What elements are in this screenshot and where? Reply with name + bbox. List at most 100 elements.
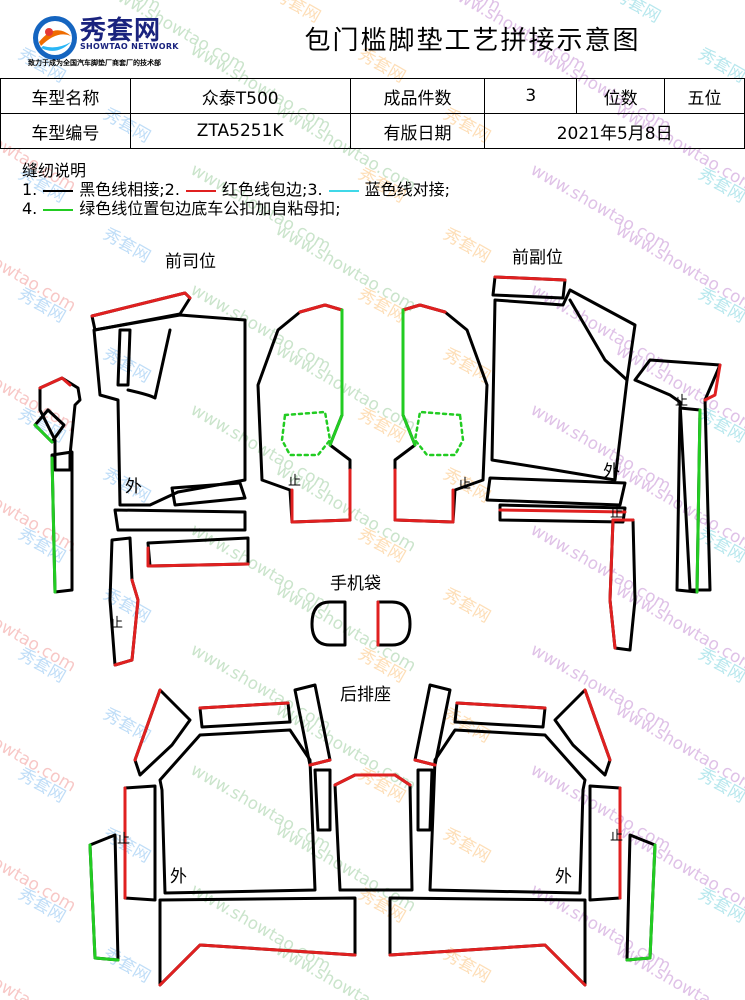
notes-title: 缝纫说明 xyxy=(22,161,87,180)
driver-door-mat-red xyxy=(298,303,344,314)
mark-outer-rear-right: 外 xyxy=(555,867,572,887)
passenger-sill-top-edge xyxy=(703,363,722,402)
phone-pocket-right xyxy=(376,600,412,647)
model-name-value: 众泰T500 xyxy=(129,78,351,114)
driver-inner-arc xyxy=(126,328,172,400)
driver-door-mat-bottom xyxy=(290,468,352,524)
rear-center-small-r xyxy=(416,768,434,832)
driver-side-narrow xyxy=(116,328,132,387)
passenger-sill-lower-edge xyxy=(608,518,635,650)
mark-stop-6: 止 xyxy=(117,832,131,847)
green-line-swatch xyxy=(43,208,74,211)
driver-door-mat xyxy=(256,303,352,524)
driver-sill-long-edge xyxy=(50,456,57,594)
passenger-door-mat xyxy=(393,303,489,524)
passenger-main-mat xyxy=(490,288,637,482)
rear-left-bottom-edge xyxy=(158,943,357,987)
rear-center-edge xyxy=(333,773,412,787)
driver-lower-pad-edge xyxy=(146,546,250,568)
rear-center xyxy=(333,773,414,892)
note-4-text: 绿色线位置包边底车公扣加自粘母扣; xyxy=(79,199,341,218)
blue-line-swatch xyxy=(328,189,359,192)
driver-small-clip-edge xyxy=(33,423,54,444)
phone-pocket-left xyxy=(310,600,347,647)
notes-line-2: 4. 绿色线位置包边底车公扣加自粘母扣; xyxy=(22,199,450,218)
pieces-label: 成品件数 xyxy=(349,78,486,114)
date-label: 有版日期 xyxy=(349,113,486,149)
rear-left-small-edge xyxy=(308,758,332,767)
rear-right-green-edge xyxy=(625,843,657,962)
rear-left-strip-edge xyxy=(198,701,290,710)
notes-line-1: 1. 黑色线相接;2. 红色线包边;3. 蓝色线对接; xyxy=(22,180,450,199)
rear-pieces xyxy=(88,683,657,987)
driver-heel-pad xyxy=(170,481,247,507)
header: 秀套网 SHOWTAO NETWORK 致力于成为全国汽车脚垫厂商套厂的技术部 … xyxy=(0,0,745,78)
rear-right-bottom xyxy=(388,896,587,987)
passenger-door-mat-bottom xyxy=(393,468,455,524)
info-table: 车型名称 众泰T500 成品件数 3 位数 五位 车型编号 ZTA5251K 有… xyxy=(0,78,745,149)
driver-lower-pad xyxy=(146,536,250,568)
mark-stop-5: 止 xyxy=(110,616,124,631)
rear-right-main xyxy=(428,728,587,895)
mark-stop-3: 止 xyxy=(675,394,689,409)
driver-door-mat-green xyxy=(328,308,344,447)
passenger-door-mat-green xyxy=(401,308,417,447)
driver-clip-zone xyxy=(280,410,332,457)
section-label-phone: 手机袋 xyxy=(330,574,381,594)
rear-center-small-l xyxy=(313,768,332,832)
passenger-clip-zone xyxy=(413,410,465,457)
mark-stop-7: 止 xyxy=(610,829,624,844)
model-code-value: ZTA5251K xyxy=(129,113,351,149)
logo-text: 秀套网 xyxy=(80,16,162,46)
phone-pockets xyxy=(310,600,412,647)
mark-stop-4: 止 xyxy=(610,506,624,521)
note-1-text: 黑色线相接;2. xyxy=(79,180,180,199)
driver-strip-top-edge xyxy=(90,291,192,318)
passenger-strip-top-edge xyxy=(493,275,567,282)
red-line-swatch xyxy=(185,189,216,192)
seats-value: 五位 xyxy=(664,78,745,114)
note-1-number: 1. xyxy=(22,180,38,199)
page-title: 包门槛脚垫工艺拼接示意图 xyxy=(304,26,641,56)
black-line-swatch xyxy=(43,189,74,192)
driver-sill-left-top xyxy=(38,376,82,472)
rear-left-main xyxy=(158,728,317,895)
rear-right-triangle-edge xyxy=(583,688,612,762)
rear-left-bottom xyxy=(158,896,357,987)
passenger-sill-green-edge xyxy=(695,408,702,594)
rear-left-triangle-edge xyxy=(133,688,162,762)
passenger-heel-pad xyxy=(485,476,627,507)
info-row-1: 车型名称 众泰T500 成品件数 3 位数 五位 xyxy=(0,78,745,114)
date-value: 2021年5月8日 xyxy=(484,113,745,149)
showtao-logo-icon xyxy=(33,16,77,60)
section-label-driver: 前司位 xyxy=(165,252,216,272)
section-label-rear: 后排座 xyxy=(340,685,391,705)
mark-outer-passenger: 外 xyxy=(603,462,620,482)
rear-left-small xyxy=(293,683,332,767)
rear-right-small-edge xyxy=(413,758,437,767)
passenger-pieces xyxy=(393,275,722,652)
note-3-text: 蓝色线对接; xyxy=(364,180,451,199)
mark-stop-1: 止 xyxy=(288,474,302,489)
logo-subtitle: SHOWTAO NETWORK xyxy=(80,42,179,51)
driver-main-mat xyxy=(92,313,247,507)
rear-right-small xyxy=(413,683,452,767)
mark-outer-rear-left: 外 xyxy=(170,867,187,887)
info-row-2: 车型编号 ZTA5251K 有版日期 2021年5月8日 xyxy=(0,113,745,149)
driver-pieces xyxy=(33,291,352,667)
logo-slogan: 致力于成为全国汽车脚垫厂商套厂的技术部 xyxy=(28,59,161,67)
mark-outer-driver: 外 xyxy=(125,477,142,497)
model-code-label: 车型编号 xyxy=(0,113,131,149)
note-4-number: 4. xyxy=(22,199,38,218)
section-label-passenger: 前副位 xyxy=(512,248,563,268)
passenger-sill-top xyxy=(633,358,722,592)
seats-label: 位数 xyxy=(576,78,666,114)
driver-sill-lower-edge xyxy=(113,578,140,667)
note-2-text: 红色线包边;3. xyxy=(221,180,323,199)
passenger-door-mat-red xyxy=(401,303,447,314)
driver-sill-left-top-edge xyxy=(38,376,72,390)
passenger-divider xyxy=(568,298,629,382)
mark-stop-2: 止 xyxy=(458,477,472,492)
rear-right-bottom-edge xyxy=(388,943,587,987)
